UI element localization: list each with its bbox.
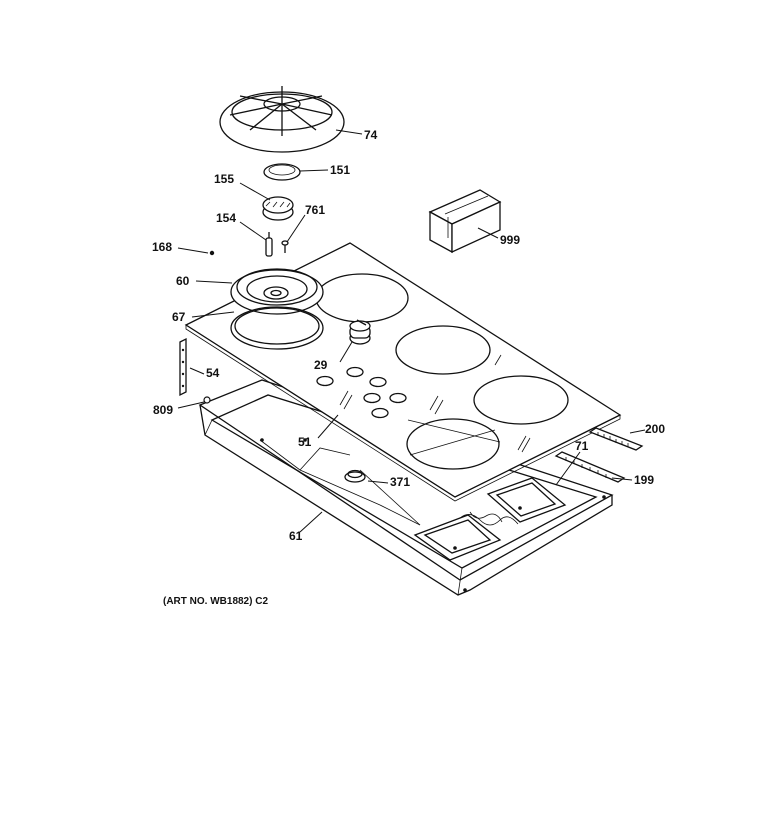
callout-151: 151 [330, 163, 350, 177]
callout-74: 74 [364, 128, 378, 142]
callout-155: 155 [214, 172, 234, 186]
igniter-electrode [265, 232, 273, 257]
callout-761: 761 [305, 203, 325, 217]
callout-154: 154 [216, 211, 236, 225]
burner-grate [219, 86, 345, 153]
callout-999: 999 [500, 233, 520, 247]
callout-29: 29 [314, 358, 328, 372]
burner-head [262, 196, 294, 221]
callout-199: 199 [634, 473, 654, 487]
burner-pan [230, 268, 324, 315]
terminal-block-kit [428, 189, 502, 254]
burner-cap [263, 163, 301, 181]
cooktop-bottom-tray [198, 379, 614, 596]
callout-71: 71 [575, 439, 589, 453]
trim-strip-200 [588, 427, 644, 451]
callout-168: 168 [152, 240, 172, 254]
trim-strip-199 [554, 451, 626, 483]
screw [281, 240, 289, 253]
callout-51: 51 [298, 435, 312, 449]
callout-54: 54 [206, 366, 220, 380]
art-number-caption: (ART NO. WB1882) C2 [163, 596, 268, 607]
control-knob [349, 319, 371, 345]
bracket-screw [203, 396, 211, 404]
callout-809: 809 [153, 403, 173, 417]
element-switch [344, 469, 366, 483]
callout-200: 200 [645, 422, 665, 436]
callout-67: 67 [172, 310, 186, 324]
mounting-bracket [179, 337, 187, 397]
callout-61: 61 [289, 529, 303, 543]
leader-lines [177, 129, 646, 533]
callout-371: 371 [390, 475, 410, 489]
small-screw [209, 250, 215, 256]
callout-60: 60 [176, 274, 190, 288]
burner-gasket [230, 306, 324, 350]
